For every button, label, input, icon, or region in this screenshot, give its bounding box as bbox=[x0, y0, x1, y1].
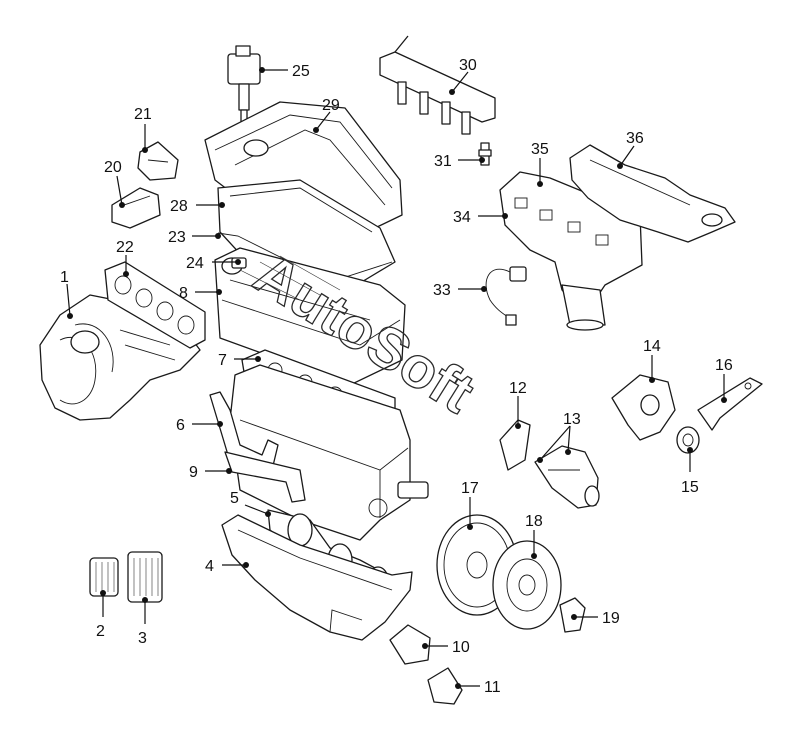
callout-5: 5 bbox=[230, 490, 271, 517]
callout-24: 24 bbox=[186, 255, 241, 272]
callout-29: 29 bbox=[313, 97, 340, 133]
callout-21: 21 bbox=[134, 106, 152, 153]
part-mount-11 bbox=[427, 667, 463, 705]
part-mount-bracket-21 bbox=[137, 141, 179, 181]
callout-16: 16 bbox=[715, 357, 733, 403]
svg-text:5: 5 bbox=[230, 490, 239, 507]
svg-text:36: 36 bbox=[626, 130, 644, 147]
callout-1: 1 bbox=[60, 269, 73, 319]
svg-text:20: 20 bbox=[104, 159, 122, 176]
svg-text:11: 11 bbox=[484, 679, 501, 696]
svg-text:15: 15 bbox=[681, 479, 699, 496]
callout-28: 28 bbox=[170, 198, 225, 215]
part-sensor-12 bbox=[499, 419, 531, 471]
callout-9: 9 bbox=[189, 464, 232, 481]
svg-text:33: 33 bbox=[433, 282, 451, 299]
callout-3: 3 bbox=[138, 597, 148, 647]
part-mount-bracket-20 bbox=[111, 187, 161, 229]
svg-text:30: 30 bbox=[459, 57, 477, 74]
part-ignition-coil bbox=[227, 45, 261, 125]
callout-13: 13 bbox=[537, 411, 581, 463]
callout-23: 23 bbox=[168, 229, 221, 246]
svg-text:8: 8 bbox=[179, 285, 188, 302]
part-oil-pan bbox=[221, 514, 413, 641]
svg-text:13: 13 bbox=[563, 411, 581, 428]
part-oxygen-sensor bbox=[485, 266, 527, 326]
callout-22: 22 bbox=[116, 239, 134, 277]
svg-text:9: 9 bbox=[189, 464, 198, 481]
part-engine-block bbox=[229, 364, 429, 541]
svg-text:3: 3 bbox=[138, 630, 147, 647]
callout-14: 14 bbox=[643, 338, 661, 383]
callout-2: 2 bbox=[96, 590, 106, 640]
svg-text:2: 2 bbox=[96, 623, 105, 640]
svg-text:6: 6 bbox=[176, 417, 185, 434]
part-fuel-rail bbox=[379, 35, 496, 135]
svg-text:16: 16 bbox=[715, 357, 733, 374]
part-intake-gasket bbox=[104, 261, 206, 349]
callout-6: 6 bbox=[176, 417, 223, 434]
part-clutch-disc bbox=[492, 540, 562, 630]
svg-text:22: 22 bbox=[116, 239, 134, 256]
svg-text:24: 24 bbox=[186, 255, 204, 272]
callout-11: 11 bbox=[455, 679, 501, 696]
svg-text:28: 28 bbox=[170, 198, 188, 215]
part-bushing-15 bbox=[676, 426, 700, 454]
callout-31: 31 bbox=[434, 153, 485, 170]
part-thermostat-housing bbox=[534, 445, 600, 509]
callout-33: 33 bbox=[433, 282, 487, 299]
callout-30: 30 bbox=[449, 57, 477, 95]
callout-25: 25 bbox=[259, 63, 310, 80]
part-oil-filter-2 bbox=[89, 557, 119, 597]
callout-4: 4 bbox=[205, 558, 249, 575]
callout-20: 20 bbox=[104, 159, 125, 208]
svg-text:31: 31 bbox=[434, 153, 452, 170]
svg-text:35: 35 bbox=[531, 141, 549, 158]
svg-text:21: 21 bbox=[134, 106, 152, 123]
callout-35: 35 bbox=[531, 141, 549, 187]
svg-text:29: 29 bbox=[322, 97, 340, 114]
callout-17: 17 bbox=[461, 480, 479, 530]
part-pipe-bracket bbox=[224, 451, 306, 503]
svg-text:4: 4 bbox=[205, 558, 214, 575]
part-engine-mount-14 bbox=[611, 374, 676, 441]
svg-text:12: 12 bbox=[509, 380, 527, 397]
svg-text:23: 23 bbox=[168, 229, 186, 246]
svg-text:34: 34 bbox=[453, 209, 471, 226]
svg-text:10: 10 bbox=[452, 639, 470, 656]
svg-text:19: 19 bbox=[602, 610, 620, 627]
svg-text:17: 17 bbox=[461, 480, 479, 497]
callout-19: 19 bbox=[571, 610, 620, 627]
callout-15: 15 bbox=[681, 447, 699, 496]
callout-18: 18 bbox=[525, 513, 543, 559]
callout-36: 36 bbox=[617, 130, 644, 169]
callout-34: 34 bbox=[453, 209, 508, 226]
svg-text:14: 14 bbox=[643, 338, 661, 355]
svg-text:25: 25 bbox=[292, 63, 310, 80]
part-oil-filter-3 bbox=[127, 551, 163, 603]
callout-7: 7 bbox=[218, 352, 261, 369]
callout-12: 12 bbox=[509, 380, 527, 429]
callout-10: 10 bbox=[422, 639, 470, 656]
svg-text:18: 18 bbox=[525, 513, 543, 530]
svg-text:1: 1 bbox=[60, 269, 69, 286]
callout-8: 8 bbox=[179, 285, 222, 302]
part-mount-10 bbox=[389, 624, 431, 665]
part-bracket-arm-16 bbox=[697, 377, 763, 431]
part-heat-shield bbox=[569, 144, 736, 243]
svg-text:7: 7 bbox=[218, 352, 227, 369]
part-spark-plug bbox=[478, 142, 492, 166]
